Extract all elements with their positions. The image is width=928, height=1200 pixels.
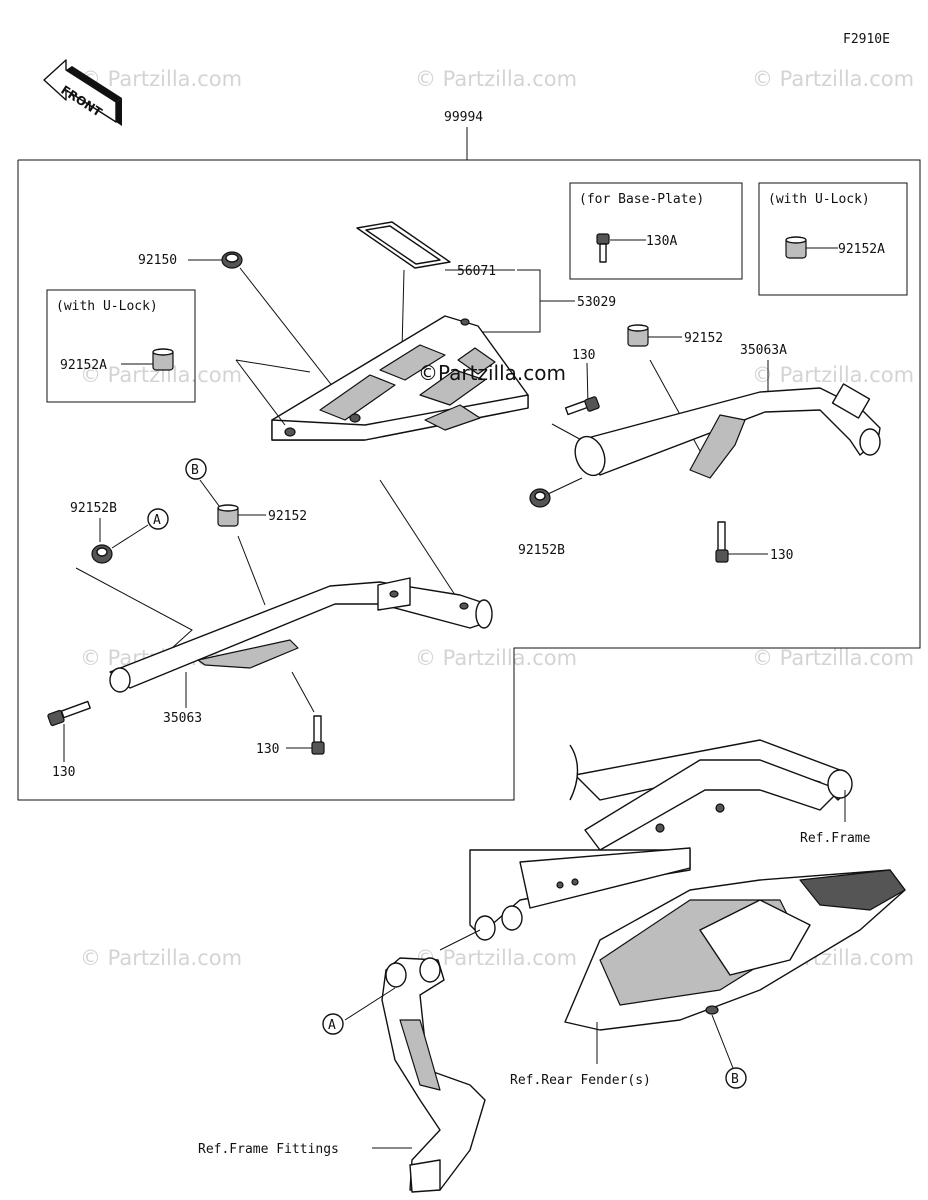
marker-b-label: B (191, 463, 199, 478)
marker-b (185, 458, 207, 480)
label-56071: 56071 (457, 264, 496, 279)
watermark: © Partzilla.com (752, 67, 914, 91)
label-130-right: 130 (770, 548, 793, 563)
inset-title: (with U-Lock) (56, 299, 158, 314)
spacer-92152-left-icon (217, 504, 239, 527)
marker-a (147, 508, 169, 530)
label-92152a: 92152A (838, 242, 885, 257)
bolt-92150-icon (221, 251, 243, 269)
marker-b (725, 1067, 747, 1089)
bolt-130-icon (564, 396, 600, 416)
label-kit: 99994 (444, 110, 483, 125)
spacer-icon (152, 348, 174, 371)
inset-title: (with U-Lock) (768, 192, 870, 207)
inset-base-plate (569, 182, 743, 280)
label-130-left: 130 (52, 765, 75, 780)
watermark: © Partzilla.com (415, 67, 577, 91)
ref-frame (469, 739, 853, 941)
watermark: © Partzilla.com (415, 646, 577, 670)
carrier-plate (271, 315, 529, 441)
watermark-center: ©Partzilla.com (418, 361, 566, 385)
watermark: © Partzilla.com (80, 946, 242, 970)
watermark: © Partzilla.com (415, 946, 577, 970)
bracket-35063a (574, 383, 881, 479)
inset-title: (for Base-Plate) (579, 192, 704, 207)
label-92150: 92150 (138, 253, 177, 268)
marker-a (322, 1013, 344, 1035)
ref-frame-fittings (381, 957, 486, 1193)
label-130-lower: 130 (256, 742, 279, 757)
label-92152b: 92152B (518, 543, 565, 558)
marker-a-lower-label: A (328, 1018, 336, 1033)
ref-rear-fender-label: Ref.Rear Fender(s) (510, 1073, 651, 1088)
marker-a-label: A (153, 513, 161, 528)
collar-92152b-icon (529, 488, 551, 508)
bolt-130-lower-icon (311, 715, 325, 755)
collar-92152b-left-icon (91, 544, 113, 564)
label-92152: 92152 (684, 331, 723, 346)
spacer-92152-icon (627, 324, 649, 347)
figure-code: F2910E (843, 32, 890, 47)
label-92152a: 92152A (60, 358, 107, 373)
label-130: 130 (572, 348, 595, 363)
watermark: © Partzilla.com (80, 67, 242, 91)
label-92152b-left: 92152B (70, 501, 117, 516)
watermark: © Partzilla.com (752, 363, 914, 387)
bracket-35063 (109, 577, 493, 693)
inset-u-lock-left (46, 289, 196, 403)
label-130a: 130A (646, 234, 677, 249)
ref-rear-fender (564, 869, 906, 1031)
watermark: © Partzilla.com (752, 646, 914, 670)
inset-u-lock-right (758, 182, 908, 296)
label-53029: 53029 (577, 295, 616, 310)
label-35063a: 35063A (740, 343, 787, 358)
kit-outline (17, 159, 921, 801)
marker-b-lower-label: B (731, 1072, 739, 1087)
bolt-icon (596, 233, 610, 263)
ref-frame-label: Ref.Frame (800, 831, 871, 846)
spacer-icon (785, 236, 807, 259)
label-35063: 35063 (163, 711, 202, 726)
ref-frame-fittings-label: Ref.Frame Fittings (198, 1142, 339, 1157)
bolt-130-left-icon (47, 700, 91, 727)
bolt-130-icon (715, 521, 729, 563)
label-92152-left: 92152 (268, 509, 307, 524)
